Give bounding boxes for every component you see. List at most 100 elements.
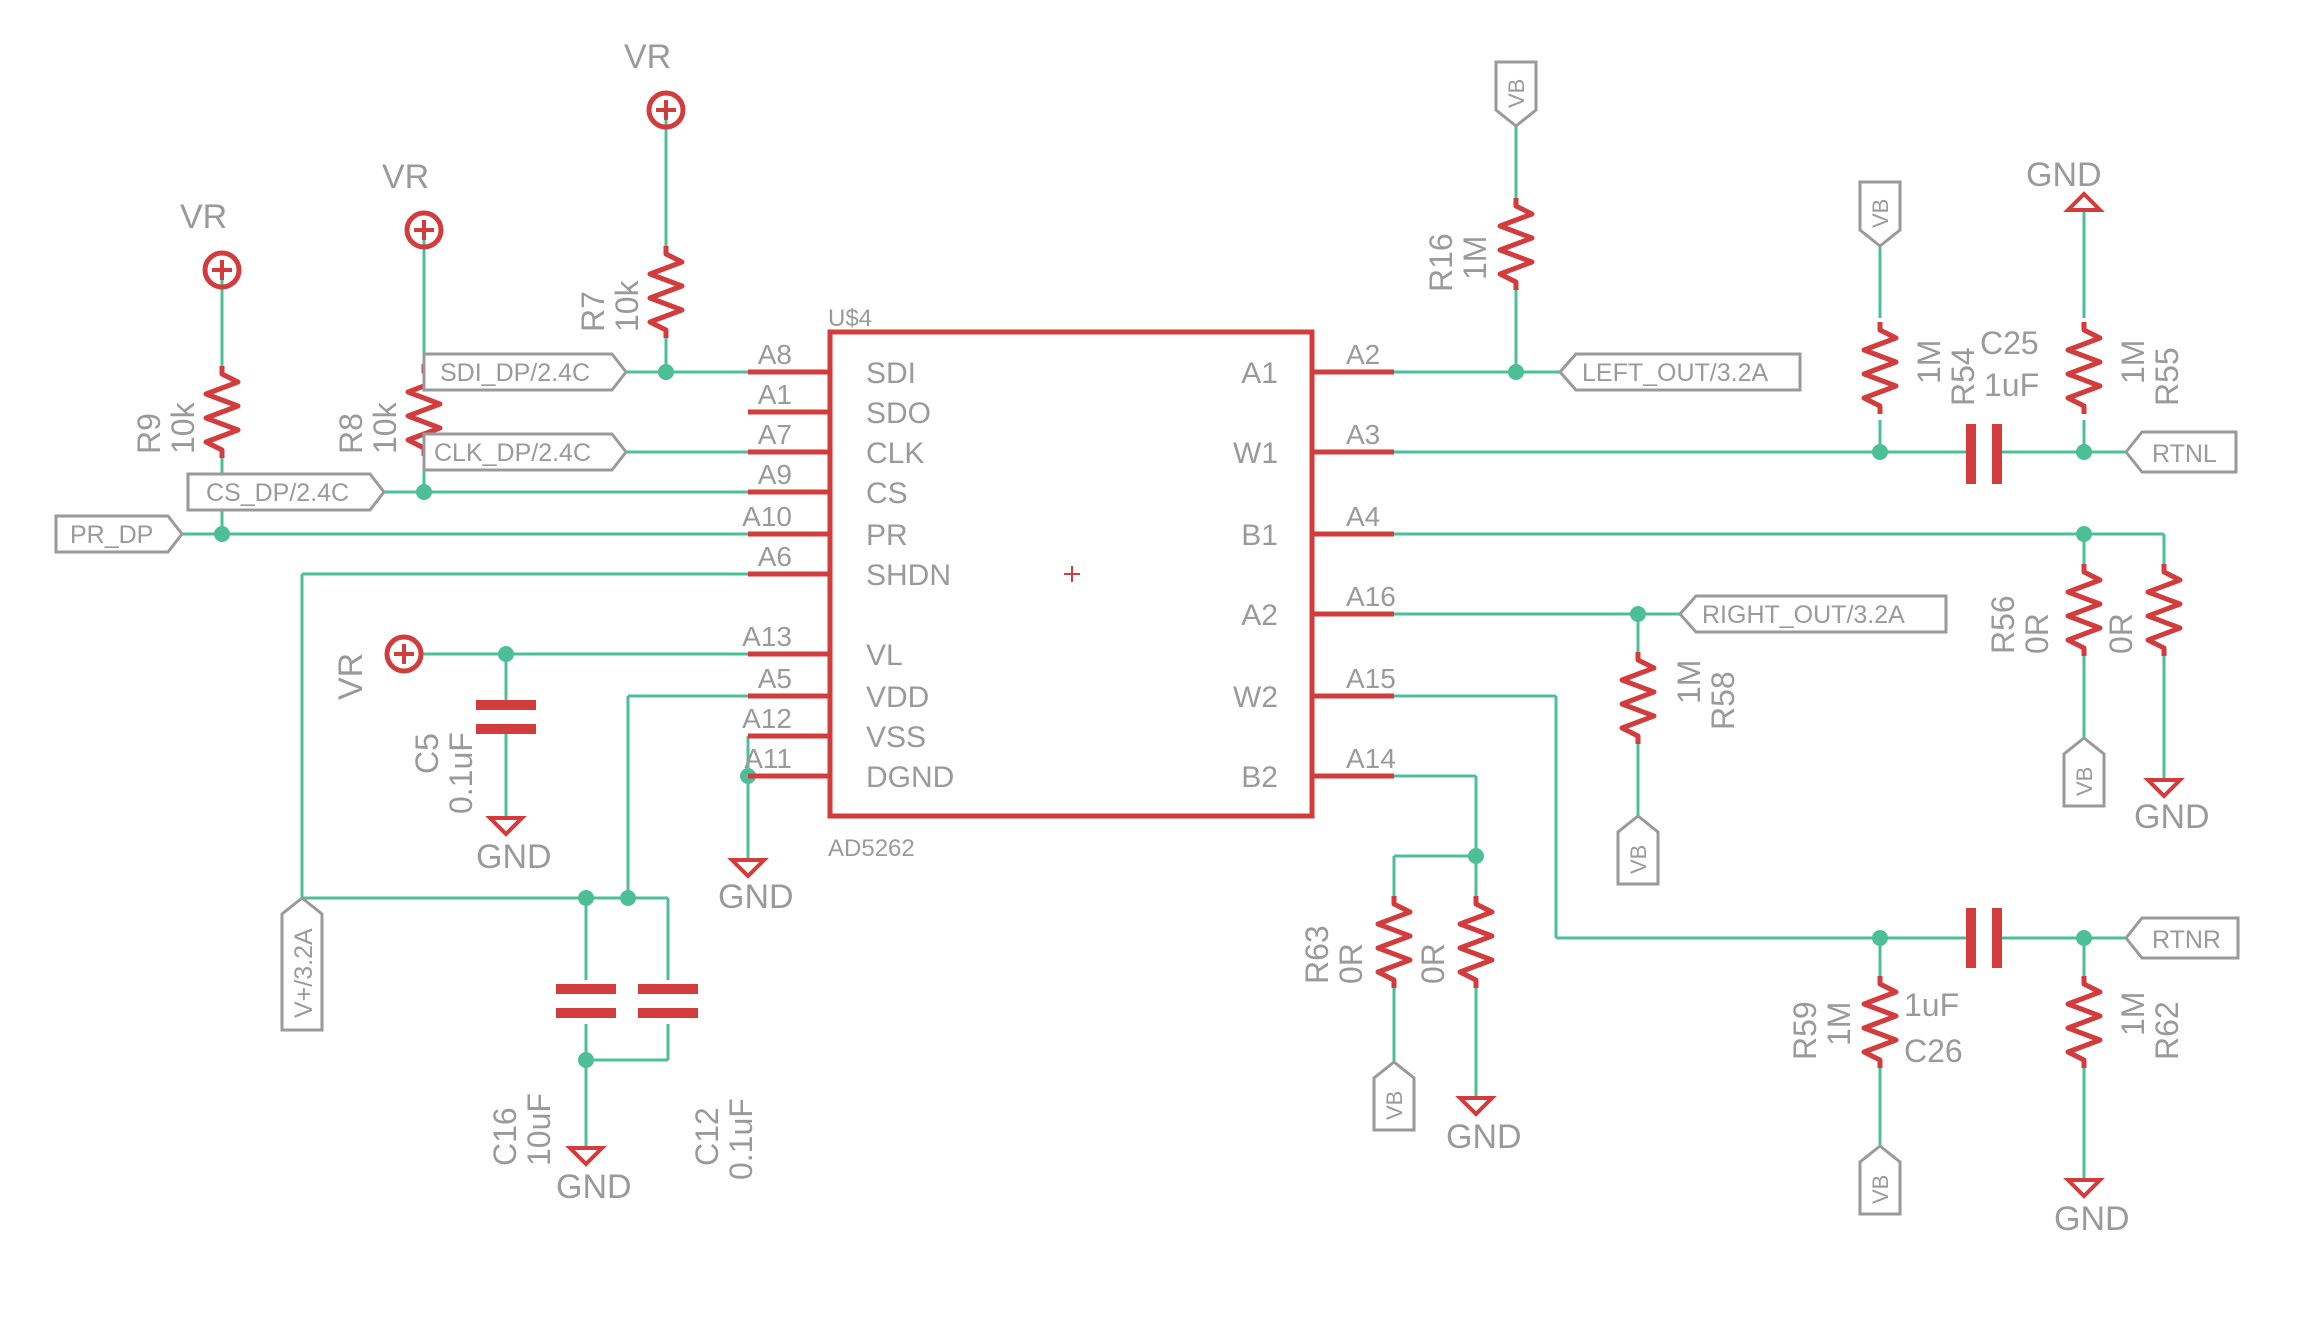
net-label-cs: CS_DP/2.4C xyxy=(186,472,386,512)
gnd-label: GND xyxy=(2026,156,2102,194)
ground-symbols xyxy=(485,191,2185,1199)
r59-ref: R59 xyxy=(1787,1001,1823,1060)
junctions xyxy=(214,364,2092,1068)
left-out-label: LEFT_OUT/3.2A xyxy=(1582,359,1768,387)
vr-supply-r9: VR xyxy=(180,198,242,290)
r63-value: 0R xyxy=(1333,943,1369,984)
resistor-r55: 1M R55 xyxy=(2068,322,2185,414)
pin-num-a12: A12 xyxy=(742,703,792,734)
pin-num-a6: A6 xyxy=(758,541,792,572)
vr-label: VR xyxy=(624,38,671,76)
vr-supply-r8: VR xyxy=(382,158,444,250)
ground-icon xyxy=(2063,1178,2105,1199)
capacitor-c26: 1uF C26 xyxy=(1904,908,2002,1069)
pin-name-vdd: VDD xyxy=(866,681,929,714)
power-supply-icon xyxy=(384,634,424,674)
ground-icon xyxy=(2143,778,2185,799)
capacitor-c12: C12 0.1uF xyxy=(638,984,759,1180)
resistor-r59: R59 1M xyxy=(1787,976,1896,1068)
ground-labels: GND GND GND GND GND GND GND xyxy=(476,156,2210,1238)
pin-num-a10: A10 xyxy=(742,501,792,532)
c5-value: 0.1uF xyxy=(443,732,479,814)
gnd-label: GND xyxy=(718,878,794,916)
r8-ref: R8 xyxy=(333,413,369,454)
net-label-rtnr: RTNR xyxy=(2124,916,2240,960)
vb-label: VB xyxy=(1868,1175,1893,1204)
pin-num-a8: A8 xyxy=(758,339,792,370)
gnd-c5 xyxy=(485,816,527,837)
net-labels-left: SDI_DP/2.4C CLK_DP/2.4C CS_DP/2.4C PR_DP… xyxy=(54,352,628,1032)
vr-label: VR xyxy=(180,198,227,236)
power-supply-icon xyxy=(404,210,444,250)
resistor-r7: R7 10k xyxy=(575,246,682,338)
power-supply-icon xyxy=(646,90,686,130)
c12-ref: C12 xyxy=(689,1107,725,1166)
gnd-label: GND xyxy=(476,838,552,876)
ground-icon xyxy=(565,1146,607,1167)
pin-name-cs: CS xyxy=(866,477,908,510)
gnd-r62 xyxy=(2063,1178,2105,1199)
pin-num-a7: A7 xyxy=(758,419,792,450)
r58-ref: R58 xyxy=(1705,671,1741,730)
gnd-r55 xyxy=(2063,191,2105,212)
ground-icon xyxy=(485,816,527,837)
c26-value: 1uF xyxy=(1904,987,1959,1023)
gnd-label: GND xyxy=(556,1168,632,1206)
r9-ref: R9 xyxy=(131,413,167,454)
resistor-r58: 1M R58 xyxy=(1622,652,1741,744)
resistor-r62: 1M R62 xyxy=(2068,976,2185,1068)
vb-label: VB xyxy=(1504,79,1529,108)
pin-name-w1: W1 xyxy=(1233,437,1278,470)
resistor-r8: R8 10k xyxy=(333,364,440,456)
r59-value: 1M xyxy=(1821,1002,1857,1046)
cs-label: CS_DP/2.4C xyxy=(206,479,349,507)
c25-ref: C25 xyxy=(1980,325,2039,361)
gnd-label: GND xyxy=(2134,798,2210,836)
r64-value: 0R xyxy=(1415,943,1451,984)
pin-name-a2: A2 xyxy=(1241,599,1278,632)
gnd-r57 xyxy=(2143,778,2185,799)
r55-ref: R55 xyxy=(2149,347,2185,406)
gnd-label: GND xyxy=(1446,1118,1522,1156)
net-labels-right: LEFT_OUT/3.2A RTNL RIGHT_OUT/3.2A RTNR xyxy=(1557,352,2240,960)
resistor-r64: 0R xyxy=(1415,896,1492,988)
r7-ref: R7 xyxy=(575,291,611,332)
vb-labels: VB VB VB VB VB VB xyxy=(1372,60,2106,1216)
gnd-dgnd xyxy=(727,858,769,879)
vr-label: VR xyxy=(382,158,429,196)
chip-ad5262: U$4 AD5262 SDI SDO CLK CS PR SHDN VL VDD… xyxy=(742,305,1396,862)
r57-value: 0R xyxy=(2103,613,2139,654)
chip-left-pin-numbers: A8 A1 A7 A9 A10 A6 A13 A5 A12 A11 xyxy=(742,339,792,774)
r62-ref: R62 xyxy=(2149,1001,2185,1060)
r56-ref: R56 xyxy=(1985,595,2021,654)
resistor-r16: R16 1M xyxy=(1423,198,1532,292)
vb-r54: VB xyxy=(1858,180,1902,248)
pin-name-dgnd: DGND xyxy=(866,761,954,794)
r54-value: 1M xyxy=(1911,340,1947,384)
c26-ref: C26 xyxy=(1904,1033,1963,1069)
pin-name-sdo: SDO xyxy=(866,397,931,430)
chip-left-pin-names: SDI SDO CLK CS PR SHDN VL VDD VSS DGND xyxy=(866,357,954,794)
pin-name-vss: VSS xyxy=(866,721,926,754)
resistor-r63: R63 0R xyxy=(1299,896,1410,988)
capacitor-c16: C16 10uF xyxy=(487,984,616,1166)
rtnr-label: RTNR xyxy=(2152,926,2221,954)
pin-name-a1: A1 xyxy=(1241,357,1278,390)
resistor-r56: R56 0R xyxy=(1985,564,2100,656)
vb-r56: VB xyxy=(2062,736,2106,808)
vb-r58: VB xyxy=(1616,814,1660,886)
pin-name-pr: PR xyxy=(866,519,908,552)
r8-value: 10k xyxy=(367,401,403,454)
wires xyxy=(182,110,2166,1180)
pin-name-sdi: SDI xyxy=(866,357,916,390)
r7-value: 10k xyxy=(609,279,645,332)
pin-num-a5: A5 xyxy=(758,663,792,694)
vr-label: VR xyxy=(332,653,370,700)
right-out-label: RIGHT_OUT/3.2A xyxy=(1702,601,1905,629)
ground-icon xyxy=(1455,1096,1497,1117)
chip-right-pin-names: A1 W1 B1 A2 W2 B2 xyxy=(1233,357,1278,794)
net-label-rtnl: RTNL xyxy=(2124,430,2238,474)
rtnl-label: RTNL xyxy=(2152,440,2217,468)
c12-value: 0.1uF xyxy=(723,1098,759,1180)
